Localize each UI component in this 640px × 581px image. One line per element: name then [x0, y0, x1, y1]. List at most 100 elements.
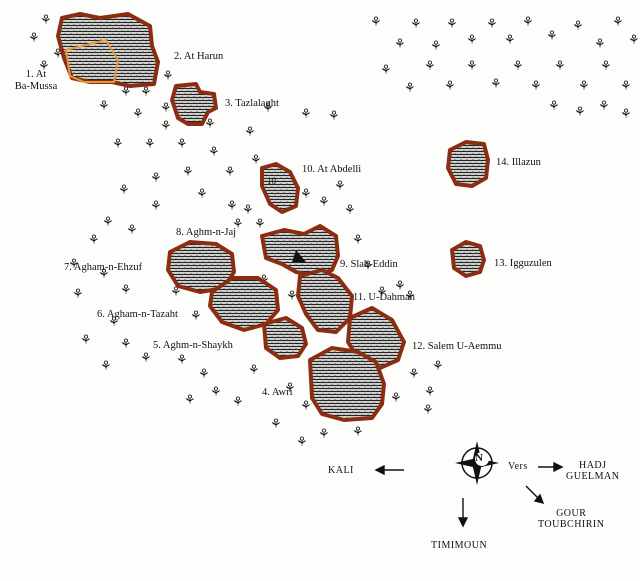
palm-tree-icon: ⚘ [270, 417, 282, 432]
palm-tree-icon: ⚘ [120, 283, 132, 298]
palm-tree-icon: ⚘ [300, 399, 312, 414]
palm-tree-icon: ⚘ [72, 287, 84, 302]
palm-tree-icon: ⚘ [404, 289, 416, 304]
district-illazun-block [446, 140, 490, 188]
district-slah-eddin-marker [292, 250, 306, 262]
palm-tree-icon: ⚘ [444, 79, 456, 94]
label-igguzulen: 13. Igguzulen [494, 258, 552, 269]
palm-tree-icon: ⚘ [394, 279, 406, 294]
compass-center [475, 452, 489, 466]
palm-tree-icon: ⚘ [232, 395, 244, 410]
arrow-west [374, 464, 404, 476]
palm-tree-icon: ⚘ [612, 15, 624, 30]
palm-tree-icon: ⚘ [120, 85, 132, 100]
palm-tree-icon: ⚘ [254, 217, 266, 232]
palm-tree-icon: ⚘ [598, 99, 610, 114]
district-slah-eddin-block [260, 224, 340, 278]
palm-tree-icon: ⚘ [126, 223, 138, 238]
palm-tree-icon: ⚘ [486, 17, 498, 32]
palm-tree-icon: ⚘ [98, 99, 110, 114]
palm-tree-icon: ⚘ [38, 59, 50, 74]
palm-tree-icon: ⚘ [226, 199, 238, 214]
palm-tree-icon: ⚘ [102, 215, 114, 230]
palm-tree-icon: ⚘ [150, 199, 162, 214]
label-at-harun: 2. At Harun [174, 51, 224, 62]
palm-tree-icon: ⚘ [432, 359, 444, 374]
palm-tree-icon: ⚘ [344, 203, 356, 218]
palm-tree-icon: ⚘ [98, 267, 110, 282]
district-at-abdelli-inner-label: 10 [267, 176, 277, 186]
label-at-ba-mussa: 1. At Ba-Mussa [14, 69, 58, 92]
palm-tree-icon: ⚘ [530, 79, 542, 94]
palm-tree-icon: ⚘ [300, 187, 312, 202]
palm-tree-icon: ⚘ [352, 233, 364, 248]
arrow-east [538, 461, 564, 473]
district-at-harun-block [170, 82, 218, 126]
label-awri: 4. Awri [262, 387, 293, 398]
palm-tree-icon: ⚘ [424, 385, 436, 400]
palm-tree-icon: ⚘ [574, 105, 586, 120]
palm-tree-icon: ⚘ [144, 137, 156, 152]
palm-tree-icon: ⚘ [112, 137, 124, 152]
arrow-south [457, 498, 469, 528]
palm-tree-icon: ⚘ [284, 381, 296, 396]
palm-tree-icon: ⚘ [170, 285, 182, 300]
palm-tree-icon: ⚘ [196, 187, 208, 202]
label-illazun: 14. Illazun [496, 157, 541, 168]
palm-tree-icon: ⚘ [328, 109, 340, 124]
district-agham-n-tazaht-block [208, 276, 280, 332]
palm-tree-icon: ⚘ [600, 59, 612, 74]
palm-tree-icon: ⚘ [422, 403, 434, 418]
palm-tree-icon: ⚘ [522, 15, 534, 30]
palm-tree-icon: ⚘ [394, 37, 406, 52]
palm-tree-icon: ⚘ [140, 351, 152, 366]
direction-vers: Vers [508, 461, 528, 472]
palm-tree-icon: ⚘ [572, 19, 584, 34]
palm-tree-icon: ⚘ [88, 233, 100, 248]
palm-tree-icon: ⚘ [362, 259, 374, 274]
palm-tree-icon: ⚘ [182, 165, 194, 180]
palm-tree-icon: ⚘ [504, 33, 516, 48]
palm-tree-icon: ⚘ [132, 107, 144, 122]
palm-tree-icon: ⚘ [176, 353, 188, 368]
direction-arrows [374, 461, 564, 528]
palm-tree-icon: ⚘ [52, 47, 64, 62]
palm-tree-icon: ⚘ [352, 425, 364, 440]
district-u-dahman-block [296, 268, 354, 334]
palm-tree-icon: ⚘ [620, 107, 632, 122]
palm-tree-icon: ⚘ [160, 101, 172, 116]
direction-gour-toubchirin: GOUR TOUBCHIRIN [538, 508, 605, 530]
palm-tree-icon: ⚘ [248, 363, 260, 378]
palm-tree-icon: ⚘ [390, 391, 402, 406]
palm-tree-icon: ⚘ [242, 203, 254, 218]
palm-tree-icon: ⚘ [628, 33, 640, 48]
palm-tree-icon: ⚘ [512, 59, 524, 74]
palm-tree-icon: ⚘ [466, 33, 478, 48]
palm-tree-icon: ⚘ [466, 59, 478, 74]
palm-tree-icon: ⚘ [100, 359, 112, 374]
palm-grove: ⚘⚘⚘⚘⚘⚘⚘⚘⚘⚘⚘⚘⚘⚘⚘⚘⚘⚘⚘⚘⚘⚘⚘⚘⚘⚘⚘⚘⚘⚘⚘⚘⚘⚘⚘⚘⚘⚘⚘⚘… [28, 13, 640, 450]
palm-tree-icon: ⚘ [404, 81, 416, 96]
palm-tree-icon: ⚘ [210, 385, 222, 400]
palm-tree-icon: ⚘ [424, 59, 436, 74]
palm-tree-icon: ⚘ [224, 165, 236, 180]
palm-tree-icon: ⚘ [108, 315, 120, 330]
label-aghm-n-shaykh: 5. Aghm-n-Shaykh [153, 340, 233, 351]
district-aghm-n-shaykh-block [262, 316, 308, 360]
palm-tree-icon: ⚘ [300, 107, 312, 122]
palm-tree-icon: ⚘ [370, 15, 382, 30]
arrow-southeast [525, 485, 545, 505]
palm-tree-icon: ⚘ [68, 257, 80, 272]
palm-tree-icon: ⚘ [318, 195, 330, 210]
district-blocks: 10 [56, 12, 490, 422]
district-awri-block [308, 346, 386, 422]
label-aghm-n-jaj: 8. Aghm-n-Jaj [176, 227, 237, 238]
palm-tree-icon: ⚘ [490, 77, 502, 92]
district-at-ba-mussa-highlight [64, 38, 120, 83]
palm-tree-icon: ⚘ [28, 31, 40, 46]
palm-tree-icon: ⚘ [140, 85, 152, 100]
label-tazlalaght: 3. Tazlalaght [225, 98, 279, 109]
palm-tree-icon: ⚘ [380, 63, 392, 78]
palm-tree-icon: ⚘ [120, 337, 132, 352]
